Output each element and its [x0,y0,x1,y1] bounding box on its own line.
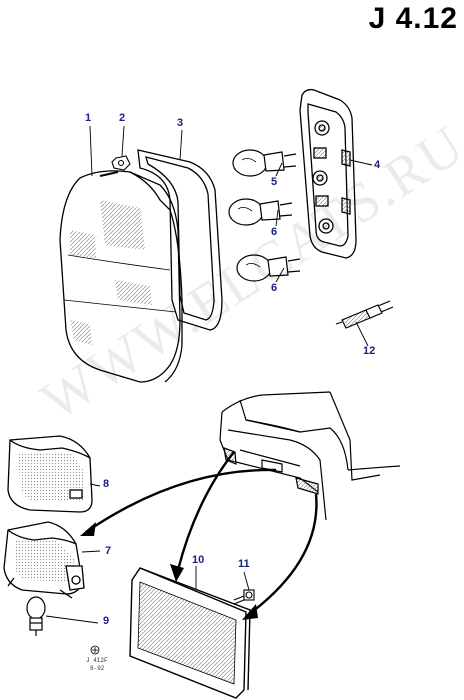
callout-10: 10 [192,554,205,566]
page-title: J 4.12 [368,2,458,35]
fog-lamp-bolt [233,589,255,605]
callout-4: 4 [374,159,381,171]
lamp-gasket [137,149,223,331]
callout-6-lower: 6 [271,282,278,294]
rear-lamp-lens [59,170,183,383]
bulb-lower [236,254,301,282]
callout-12: 12 [363,345,376,357]
small-bulb [26,596,46,636]
lamp-nut [111,155,131,171]
callout-5: 5 [271,176,278,188]
catalog-stamp-icon [90,645,100,655]
callout-1: 1 [85,112,92,124]
catalog-stamp-code: J 412F [86,657,108,664]
bulb-middle [228,198,293,226]
location-arrows [80,451,318,620]
callout-7: 7 [105,545,112,557]
number-plate-lamp [7,435,93,513]
callout-2: 2 [119,112,126,124]
callout-leader-lines [45,125,373,624]
callout-9: 9 [103,615,110,627]
callout-11: 11 [238,558,250,570]
callout-8: 8 [103,478,110,490]
reverse-switch [335,300,394,329]
callout-3: 3 [177,117,184,129]
rear-fog-lamp [129,567,251,699]
catalog-stamp-date: 8-92 [90,665,105,672]
bulb-holder-plate [299,88,357,259]
vehicle-rear-outline [219,391,401,521]
callout-6-upper: 6 [271,226,278,238]
number-plate-lamp-housing [3,521,85,599]
bulb-upper [232,149,297,177]
